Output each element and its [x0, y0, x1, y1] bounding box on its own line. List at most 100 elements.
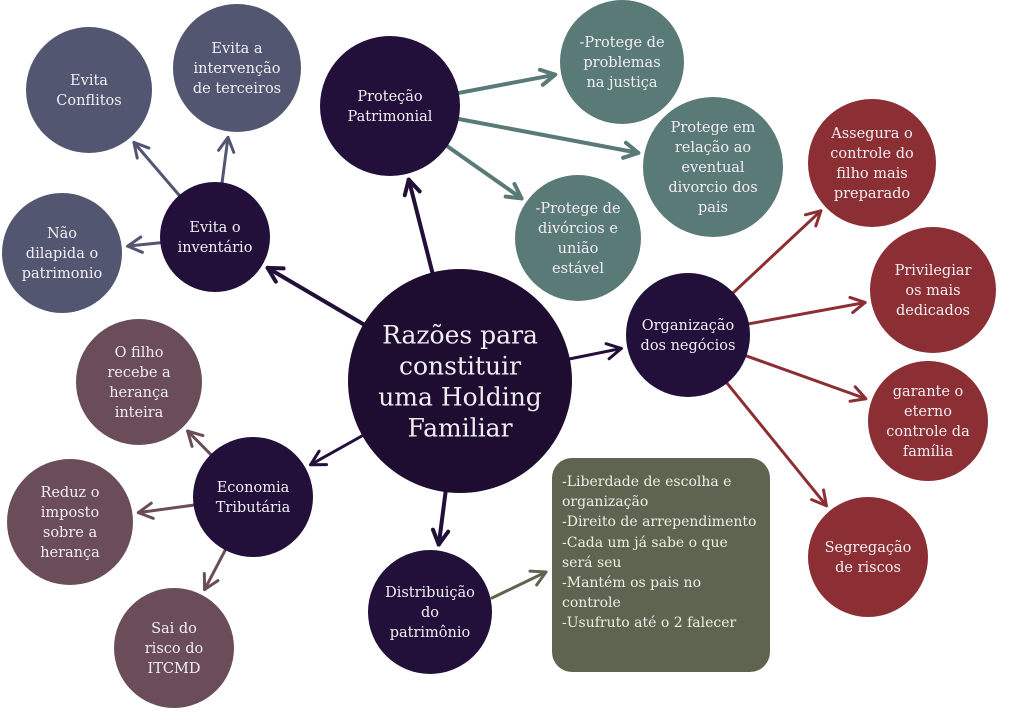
arrowhead-icon [503, 182, 524, 201]
node-circle [868, 361, 988, 481]
node-dilapida: Não dilapida o patrimonio [2, 193, 122, 313]
node-divorcios: -Protege de divórcios e união estável [515, 175, 641, 301]
node-label-line: divorcio dos [668, 180, 757, 196]
node-label-line: Organização [642, 318, 735, 334]
arrow-center-to-distribuicao [430, 490, 451, 547]
arrowhead-icon [126, 235, 144, 254]
arrowhead-icon [430, 527, 451, 547]
arrowhead-icon [402, 177, 422, 198]
node-label-line: herança [40, 545, 100, 561]
node-circle [515, 175, 641, 301]
node-label-line: risco do [145, 641, 203, 657]
arrowhead-icon [604, 342, 623, 361]
arrow-economia-to-filho [186, 429, 213, 456]
node-label-line: família [903, 444, 954, 460]
node-label-line: -Protege de [535, 201, 620, 217]
node-circle [368, 550, 492, 674]
arrowhead-icon [217, 135, 236, 154]
node-label-line: ITCMD [148, 661, 201, 677]
arrow-center-to-organizacao [568, 342, 623, 361]
node-label-line: Sai do [151, 621, 197, 637]
node-label-line: divórcios e [538, 221, 618, 237]
arrow-distribuicao-to-box [490, 569, 548, 600]
node-label-line: patrimônio [390, 625, 471, 641]
arrowhead-icon [202, 572, 220, 592]
node-label-line: intervenção [194, 61, 281, 77]
node-label-line: Economia [217, 480, 290, 496]
arrowhead-icon [810, 488, 828, 508]
arrow-protecao-to-justica [456, 67, 558, 95]
node-circle [114, 588, 234, 708]
node-label-line: eterno [904, 404, 952, 420]
node-label-line: estável [552, 261, 604, 277]
node-label-line: O filho [115, 345, 164, 361]
node-circle [193, 437, 313, 557]
node-label-line: uma Holding [378, 382, 542, 411]
node-label-line: Familiar [407, 413, 512, 442]
node-label-line: de riscos [835, 560, 901, 576]
distribuicao-details-box: -Liberdade de escolha e organização -Dir… [552, 458, 770, 672]
node-circle [560, 0, 684, 124]
node-label-line: união [558, 241, 599, 257]
node-label-line: recebe a [107, 365, 171, 381]
node-label-line: inventário [178, 240, 253, 256]
node-label-line: Protege em [671, 120, 756, 136]
arrow-center-to-protecao [402, 177, 435, 275]
arrowhead-icon [803, 209, 823, 228]
arrow-organizacao-to-segregacao [725, 381, 828, 508]
node-label-line: filho mais [836, 166, 907, 182]
arrowhead-icon [528, 569, 548, 587]
node-label-line: preparado [834, 186, 910, 202]
arrow-protecao-to-divorcio_pais [456, 116, 641, 160]
arrow-organizacao-to-privilegiar [747, 295, 867, 326]
node-label-line: Não [47, 226, 77, 242]
node-circle [643, 97, 783, 237]
detail-item: -Cada um já sabe o que será seu [562, 534, 728, 571]
node-label-line: os mais [905, 283, 960, 299]
node-label-line: eventual [681, 160, 745, 176]
arrow-inventario-to-dilapida [126, 235, 162, 254]
node-circle [808, 99, 936, 227]
arrowhead-icon [848, 385, 868, 403]
node-label-line: patrimonio [22, 266, 103, 282]
arrow-protecao-to-divorcios [445, 144, 524, 201]
node-label-line: Conflitos [56, 93, 121, 109]
arrow-center-to-economia [309, 434, 364, 467]
node-label-line: de terceiros [193, 81, 281, 97]
node-circle [626, 273, 750, 397]
node-circle [808, 497, 928, 617]
node-label-line: garante o [893, 384, 964, 400]
node-circle [2, 193, 122, 313]
arrowhead-icon [132, 140, 151, 160]
node-label-line: na justiça [586, 75, 657, 91]
node-label-line: controle da [886, 424, 970, 440]
detail-item: -Mantém os pais no controle [562, 575, 701, 612]
arrow-economia-to-itcmd [202, 548, 227, 592]
arrowhead-icon [848, 295, 867, 315]
node-label-line: Tributária [216, 500, 291, 516]
arrowhead-icon [186, 429, 205, 448]
node-label-line: controle do [830, 146, 914, 162]
node-label-line: Assegura o [830, 126, 912, 142]
node-circle [7, 459, 133, 585]
node-label-line: dedicados [896, 303, 970, 319]
node-label-line: Distribuição [385, 585, 475, 601]
node-label-line: dilapida o [26, 246, 98, 262]
node-label-line: herança [109, 385, 169, 401]
node-label-line: -Protege de [579, 35, 664, 51]
node-garante: garante o eterno controle da família [868, 361, 988, 481]
